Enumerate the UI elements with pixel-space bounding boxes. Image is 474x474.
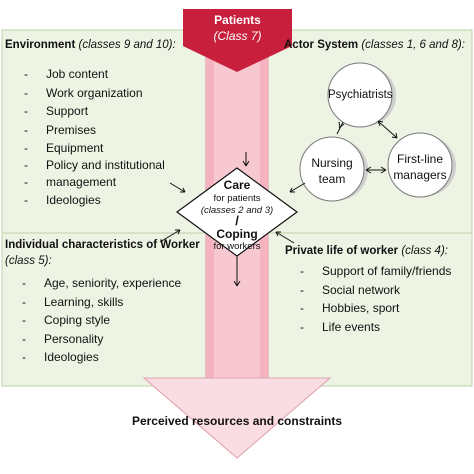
list-item: Ideologies	[18, 348, 181, 367]
actor-system-classes: (classes 1, 6 and 8):	[361, 39, 465, 51]
list-item: Work organization	[20, 84, 165, 103]
list-item: Coping style	[18, 311, 181, 330]
list-item: Support of family/friends	[296, 262, 451, 281]
nursing-team-node-line1: Nursing	[311, 156, 353, 170]
private-life-title-label: Private life of worker	[285, 245, 399, 257]
list-item: Ideologies	[20, 191, 165, 210]
patients-label: Patients	[214, 13, 261, 27]
first-line-managers-node-line2: managers	[393, 168, 447, 182]
actor-system-title: Actor System (classes 1, 6 and 8):	[284, 38, 465, 52]
slash-separator: /	[235, 213, 239, 228]
actor-network	[299, 62, 456, 202]
care-subtitle: for patients	[213, 193, 261, 204]
list-item: Social network	[296, 281, 451, 300]
individual-classes: (class 5):	[5, 254, 52, 268]
individual-classes-text: (class 5):	[5, 255, 52, 267]
environment-classes: (classes 9 and 10):	[78, 39, 176, 51]
patients-class: (Class 7)	[213, 29, 262, 43]
list-item-continuation: management	[20, 173, 165, 191]
first-line-managers-node-line1: First-line	[396, 152, 443, 166]
list-item: Equipment	[20, 139, 165, 158]
care-classes: (classes 2 and 3)	[200, 205, 274, 216]
environment-list: Job content Work organization Support Pr…	[20, 65, 165, 209]
individual-title: Individual characteristics of Worker	[5, 238, 200, 252]
environment-title: Environment (classes 9 and 10):	[5, 38, 176, 52]
private-life-classes: (class 4):	[401, 245, 448, 257]
diamond-arrows	[159, 152, 306, 287]
list-item: Learning, skills	[18, 293, 181, 312]
coping-subtitle: for workers	[213, 241, 261, 252]
coping-label: Coping	[216, 227, 258, 241]
care-label: Care	[223, 178, 251, 192]
list-item: Job content	[20, 65, 165, 84]
list-item: Support	[20, 102, 165, 121]
individual-title-label: Individual characteristics of Worker	[5, 239, 200, 251]
list-item: Policy and institutional	[20, 158, 165, 173]
footer-caption: Perceived resources and constraints	[131, 414, 343, 428]
list-item: Personality	[18, 330, 181, 349]
list-item: Hobbies, sport	[296, 299, 451, 318]
nursing-team-node-line2: team	[318, 172, 346, 186]
psychiatrists-node: Psychiatrists	[328, 89, 393, 101]
individual-list: Age, seniority, experience Learning, ski…	[18, 274, 181, 367]
environment-title-label: Environment	[5, 39, 76, 51]
list-item: Age, seniority, experience	[18, 274, 181, 293]
private-life-title: Private life of worker (class 4):	[285, 244, 448, 258]
patients-header-shape	[183, 9, 292, 72]
list-item: Premises	[20, 121, 165, 140]
list-item: Life events	[296, 318, 451, 337]
private-life-list: Support of family/friends Social network…	[296, 262, 451, 336]
actor-system-title-label: Actor System	[284, 39, 359, 51]
